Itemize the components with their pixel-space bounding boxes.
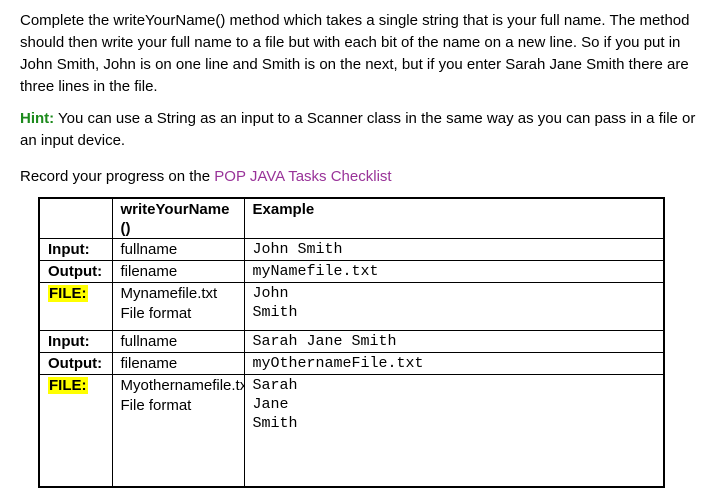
desc-line: Mynamefile.txt [120, 285, 218, 302]
row-example: Sarah Jane Smith [243, 374, 665, 488]
desc-line: File format [120, 397, 192, 414]
table-row: Input: fullname John Smith [38, 238, 665, 261]
checklist-link[interactable]: POP JAVA Tasks Checklist [214, 168, 392, 185]
example-line: Smith [252, 304, 298, 321]
hint-text: You can use a String as an input to a Sc… [20, 110, 696, 149]
progress-line: Record your progress on the POP JAVA Tas… [20, 166, 710, 188]
row-desc: filename [111, 352, 245, 375]
table-row: Input: fullname Sarah Jane Smith [38, 330, 665, 353]
progress-text: Record your progress on the [20, 168, 215, 185]
row-desc: Mynamefile.txt File format [111, 282, 245, 331]
hint-label: Hint: [20, 110, 55, 127]
row-desc: filename [111, 260, 245, 283]
row-desc: fullname [111, 330, 245, 353]
table-row: Output: filename myNamefile.txt [38, 260, 665, 283]
row-example: John Smith [243, 282, 665, 331]
row-example: myOthernameFile.txt [243, 352, 665, 375]
task-description: Complete the writeYourName() method whic… [20, 12, 690, 95]
table-row: FILE: Mynamefile.txt File format John Sm… [38, 282, 665, 331]
row-label: Output: [38, 352, 113, 375]
row-example: John Smith [243, 238, 665, 261]
table-row: Output: filename myOthernameFile.txt [38, 352, 665, 375]
examples-table: writeYourName () Example Input: fullname… [38, 197, 665, 488]
header-example-cell: Example [243, 197, 665, 239]
row-label: Output: [38, 260, 113, 283]
example-line: Sarah [252, 377, 298, 394]
row-label: FILE: [38, 282, 113, 331]
header-empty-cell [38, 197, 113, 239]
row-label: Input: [38, 330, 113, 353]
table-row: FILE: Myothernamefile.txt File format Sa… [38, 374, 665, 488]
table-header-row: writeYourName () Example [38, 197, 665, 239]
hint-paragraph: Hint: You can use a String as an input t… [20, 108, 710, 152]
row-example: myNamefile.txt [243, 260, 665, 283]
header-method-cell: writeYourName () [111, 197, 245, 239]
row-example: Sarah Jane Smith [243, 330, 665, 353]
row-desc: Myothernamefile.txt File format [111, 374, 245, 488]
row-label: FILE: [38, 374, 113, 488]
row-desc: fullname [111, 238, 245, 261]
desc-line: File format [120, 305, 192, 322]
example-line: John [252, 285, 289, 302]
row-label: Input: [38, 238, 113, 261]
file-label-highlight: FILE: [48, 285, 88, 302]
example-line: Smith [252, 415, 298, 432]
example-line: Jane [252, 396, 289, 413]
file-label-highlight: FILE: [48, 377, 88, 394]
desc-line: Myothernamefile.txt [120, 377, 244, 394]
